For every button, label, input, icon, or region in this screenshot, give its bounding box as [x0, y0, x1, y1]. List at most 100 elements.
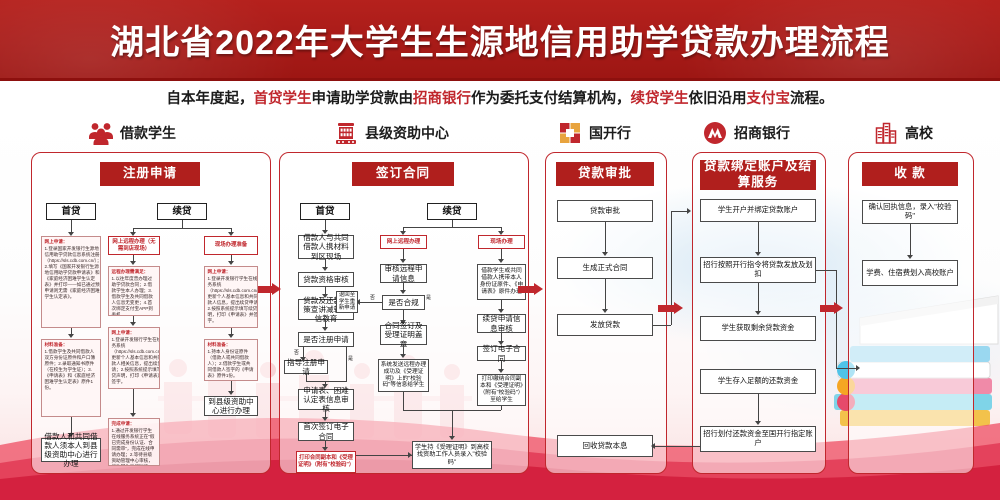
- note-body: 1.借款学生及共同借款人双方身份证原件和户口簿原件；2.录取通知书原件（在校生为…: [44, 348, 96, 390]
- stage-first-loan-c1: 首贷: [46, 203, 96, 220]
- box-renew-offline-mode: 现场办理准备: [204, 236, 258, 255]
- box-c2-r-offline: 现场办理: [478, 235, 525, 249]
- box-c2-o2: 续贷申请信息审核: [477, 314, 526, 333]
- branch-label-yes: 是: [348, 356, 354, 362]
- note-title: 完成申请：: [111, 421, 135, 426]
- stage-renew-loan-c2: 续贷: [427, 203, 477, 220]
- branch-label-no-2: 否: [370, 295, 376, 301]
- box-cdb-1: 贷款审批: [557, 200, 653, 222]
- box-c2-r-online: 网上远程办理: [380, 235, 427, 249]
- stage-renew-loan-c1: 续贷: [157, 203, 207, 220]
- panel-title-contract: 签订合同: [352, 162, 454, 186]
- note-first-online-apply: 网上申请：1.登录国家开发银行生源地信用助学贷款信息系统注册（https://s…: [41, 236, 101, 328]
- box-c2-o4: 打印缴纳合同副本和《受理证明》（附有"校验码"）至给学生: [477, 374, 526, 406]
- box-c2-r4: 合同签订及受理证明盖章: [380, 321, 427, 349]
- actor-label: 高校: [905, 125, 933, 141]
- actor-label: 招商银行: [734, 125, 790, 141]
- note-body: 1.登录国家开发银行生源地信用助学贷款信息系统注册（https://sls.cd…: [44, 245, 101, 299]
- stage-first-loan-c2: 首贷: [300, 203, 350, 220]
- note-body: 1.通过开发银行学生在线服务系统正在"假已完成身份认证、合同需审"，完成在线申请…: [111, 427, 155, 465]
- box-uni-1: 确认回执信息，录入"校验码": [862, 200, 958, 224]
- note-first-materials: 材料准备：1.借款学生及共同借款人双方身份证原件和户口簿原件；2.录取通知书原件…: [41, 339, 101, 417]
- actor-county-aid-center: 县级资助中心: [333, 114, 449, 152]
- flow-arrow-2: [518, 283, 543, 295]
- subtitle-text: 自本年度起，首贷学生申请助学贷款由招商银行作为委托支付结算机构，续贷学生依旧沿用…: [0, 81, 1000, 114]
- box-c2-f2: 贷款资格审核: [298, 272, 354, 287]
- actor-header-row: 借款学生 县级资助中心: [0, 114, 1000, 152]
- actor-borrower-student: 借款学生: [88, 114, 176, 152]
- subtitle-segment: 流程。: [790, 91, 834, 107]
- box-cdb-3: 发放贷款: [557, 314, 653, 336]
- actor-cmb: 招商银行: [702, 114, 790, 152]
- box-c2-f4-decision: 是否注册申请: [298, 332, 354, 347]
- branch-label-yes-2: 是: [426, 295, 432, 301]
- note-body: 1.以往年度曾办理过助学贷款合同；2.借款学生本人办理；3.借款学生及共同借款人…: [111, 275, 153, 316]
- subtitle-highlight: 首贷学生: [253, 91, 312, 107]
- actor-university: 高校: [873, 114, 933, 152]
- cmb-logo-icon: [702, 120, 728, 146]
- box-cmb-4: 学生存入足额的还款资金: [700, 369, 816, 394]
- note-renew-complete-online: 完成申请：1.通过开发银行学生在线服务系统正在"假已完成身份认证、合同需审"，完…: [108, 418, 160, 466]
- box-c2-r2-decision: 是否合规: [382, 295, 425, 310]
- box-renew-goto-center: 到县级资助中心进行办理: [204, 396, 258, 416]
- subtitle-highlight: 支付宝: [746, 91, 791, 107]
- subtitle-segment: 申请助学贷款由: [311, 91, 414, 107]
- flow-arrow-4: [820, 302, 843, 314]
- note-renew-online-apply: 网上申请：1.登录开发银行学生在线服务系统（https://sls.cdb.co…: [108, 327, 160, 389]
- box-first-goto-center: 借款人和共同借款人须本人到县级资助中心进行办理: [41, 432, 101, 468]
- panel-title-receipt: 收 款: [862, 162, 958, 186]
- note-renew-remote-conditions: 远程办理需满足：1.以往年度曾办理过助学贷款合同；2.借款学生本人办理；3.借款…: [108, 266, 160, 316]
- subtitle-segment: 作为委托支付结算机构，: [471, 91, 631, 107]
- box-c2-f1: 借款人与共同借款人携材料到区现场: [298, 233, 354, 261]
- subtitle-segment: 自本年度起，: [166, 91, 254, 107]
- page-title: 湖北省2022年大学生生源地信用助学贷款办理流程: [110, 23, 890, 62]
- note-body: 1.登录开发银行学生在线服务系统（https://sls.cdb.com.cn/…: [207, 275, 258, 323]
- box-cmb-5: 招行划付还款资金至国开行指定账户: [700, 426, 816, 452]
- note-renew-offline-apply: 网上申请：1.登录开发银行学生在线服务系统（https://sls.cdb.co…: [204, 266, 258, 328]
- panel-title-registration: 注册申请: [100, 162, 200, 186]
- box-cdb-4: 回收贷款本息: [557, 435, 653, 457]
- box-cdb-2: 生成正式合同: [557, 257, 653, 279]
- actor-cdb: 国开行: [557, 114, 631, 152]
- box-c2-r3-return: 退回至学生重新申请: [336, 291, 358, 313]
- box-c2-f6: 申请表、困难认定表信息审核: [298, 386, 354, 413]
- box-c2-r5: 系统发送远程办理成功及《受理证明》上的"校验码"等信息给学生: [378, 359, 429, 392]
- box-c2-o1: 借款学生或共同借款人携带本人身份证原件、《申请表》原件办理: [477, 264, 526, 300]
- people-icon: [88, 120, 114, 146]
- subtitle-highlight: 招商银行: [413, 91, 471, 107]
- box-c2-r1: 审核远程申请信息: [380, 264, 427, 283]
- cdb-logo-icon: [557, 120, 583, 146]
- panel-title-settlement: 贷款绑定账户及结算服务: [700, 159, 816, 190]
- actor-label: 县级资助中心: [365, 125, 449, 141]
- note-title: 网上申请：: [207, 269, 231, 274]
- campus-icon: [873, 120, 899, 146]
- subtitle-highlight: 续贷学生: [630, 91, 689, 107]
- note-body: 1.持本人身份证原件（借款人或共同借款人）；2.借款学生或共同借款人签字的《申请…: [207, 348, 254, 378]
- box-c2-f8-print-contract: 打印合同副本和《受理证明》（附有"校验码"）: [296, 451, 356, 473]
- note-title: 网上申请：: [44, 239, 68, 244]
- note-title: 材料准备：: [207, 342, 231, 347]
- note-body: 1.登录开发银行学生在线服务系统（https://sls.cdb.com.cn/…: [111, 336, 160, 384]
- note-title: 网上申请：: [111, 330, 135, 335]
- box-cmb-2: 招行按照开行指令将贷款发放及划扣: [700, 257, 816, 283]
- box-cmb-3: 学生获取剩余贷款资金: [700, 316, 816, 341]
- box-c2-f7: 首次签订电子合同: [298, 422, 354, 441]
- panel-title-approval: 贷款审批: [556, 162, 654, 186]
- note-title: 材料准备：: [44, 342, 68, 347]
- box-c2-f5: 指导注册申请: [284, 358, 328, 376]
- title-banner: [0, 0, 1000, 78]
- note-title: 远程办理需满足：: [111, 269, 149, 274]
- flow-arrow-1: [258, 283, 281, 295]
- box-c2-o3: 签订电子合同: [477, 344, 526, 363]
- note-renew-offline-materials: 材料准备：1.持本人身份证原件（借款人或共同借款人）；2.借款学生或共同借款人签…: [204, 339, 258, 381]
- actor-label: 借款学生: [120, 125, 176, 141]
- banner-underline: [0, 78, 1000, 81]
- building-icon: [333, 120, 359, 146]
- box-cmb-1: 学生开户并绑定贷款账户: [700, 199, 816, 222]
- box-renew-online-mode: 网上远程办理（无需到店现场）: [108, 236, 160, 255]
- box-c2-final-verify: 学生持《受理证明》到高校找资助工作人员录入"校验码": [412, 441, 492, 469]
- box-uni-2: 学费、住宿费划入高校账户: [862, 260, 958, 286]
- actor-label: 国开行: [589, 125, 631, 141]
- flow-arrow-3: [658, 302, 683, 314]
